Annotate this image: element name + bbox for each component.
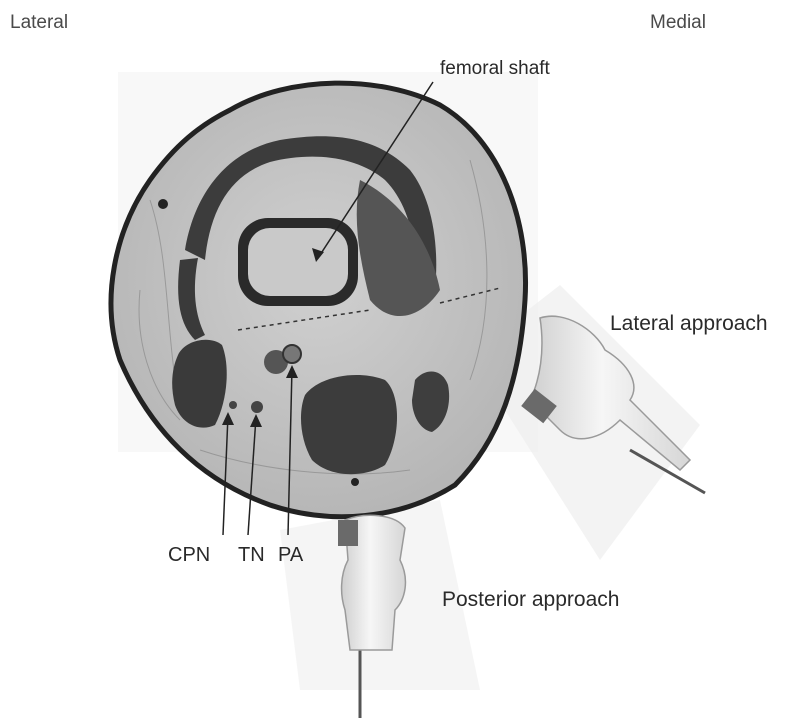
femur-medulla: [248, 228, 348, 296]
popliteal-artery: [283, 345, 301, 363]
posterior-approach-label: Posterior approach: [442, 588, 619, 612]
lateral-orientation-label: Lateral: [10, 12, 68, 34]
tn-label: TN: [238, 544, 265, 567]
small-vessel: [158, 199, 168, 209]
semimembranosus: [301, 375, 397, 474]
tibial-nerve: [251, 401, 263, 413]
medial-orientation-label: Medial: [650, 12, 706, 34]
common-peroneal-nerve: [229, 401, 237, 409]
lateral-approach-label: Lateral approach: [610, 312, 768, 336]
femoral-shaft-label: femoral shaft: [440, 58, 550, 80]
cpn-label: CPN: [168, 544, 210, 567]
biceps-femoris: [172, 340, 227, 428]
pa-label: PA: [278, 544, 303, 567]
small-vessel: [351, 478, 359, 486]
